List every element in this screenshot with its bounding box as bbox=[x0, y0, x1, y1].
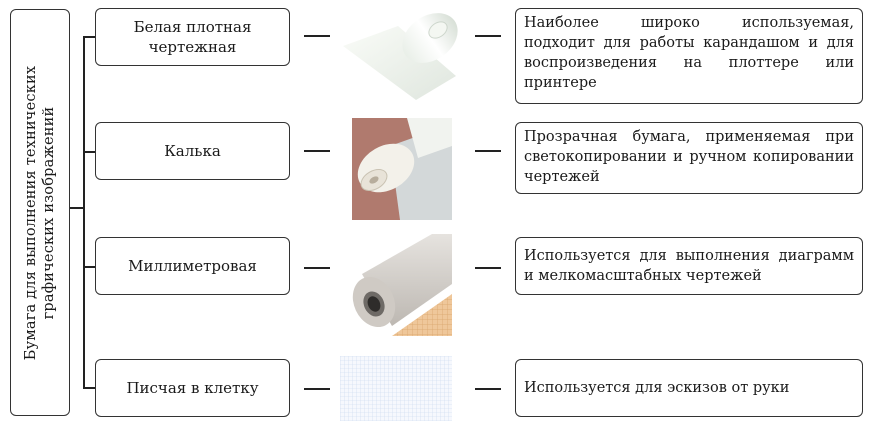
category-white-drawing-paper: Белая плотная чертежная bbox=[95, 8, 290, 66]
description-white-drawing-paper: Наиболее широко используемая, подходит д… bbox=[515, 8, 863, 104]
dash-left-2 bbox=[304, 150, 330, 152]
description-tracing-paper: Прозрачная бумага, применяемая при свето… bbox=[515, 122, 863, 194]
dash-left-3 bbox=[304, 267, 330, 269]
millimeter-paper-roll-icon bbox=[352, 234, 452, 336]
bracket-vertical bbox=[83, 36, 85, 388]
root-category-label: Бумага для выполнения технических графич… bbox=[22, 65, 58, 359]
category-millimeter-paper: Миллиметровая bbox=[95, 237, 290, 295]
grid-paper-sheet-icon bbox=[340, 356, 452, 421]
dash-right-2 bbox=[475, 150, 501, 152]
bracket-branch-3 bbox=[83, 266, 95, 268]
description-grid-paper: Используется для эскизов от руки bbox=[515, 359, 863, 417]
dash-right-4 bbox=[475, 388, 501, 390]
root-connector bbox=[70, 207, 84, 209]
tracing-paper-roll-icon bbox=[352, 118, 452, 220]
dash-right-3 bbox=[475, 267, 501, 269]
bracket-branch-1 bbox=[83, 36, 95, 38]
dash-left-1 bbox=[304, 35, 330, 37]
root-category-box: Бумага для выполнения технических графич… bbox=[10, 9, 70, 416]
bracket-branch-2 bbox=[83, 151, 95, 153]
bracket-branch-4 bbox=[83, 387, 95, 389]
white-drawing-paper-roll-icon bbox=[338, 8, 463, 102]
description-millimeter-paper: Используется для выполнения диаграмм и м… bbox=[515, 237, 863, 295]
dash-left-4 bbox=[304, 388, 330, 390]
category-grid-paper: Писчая в клетку bbox=[95, 359, 290, 417]
dash-right-1 bbox=[475, 35, 501, 37]
category-tracing-paper: Калька bbox=[95, 122, 290, 180]
